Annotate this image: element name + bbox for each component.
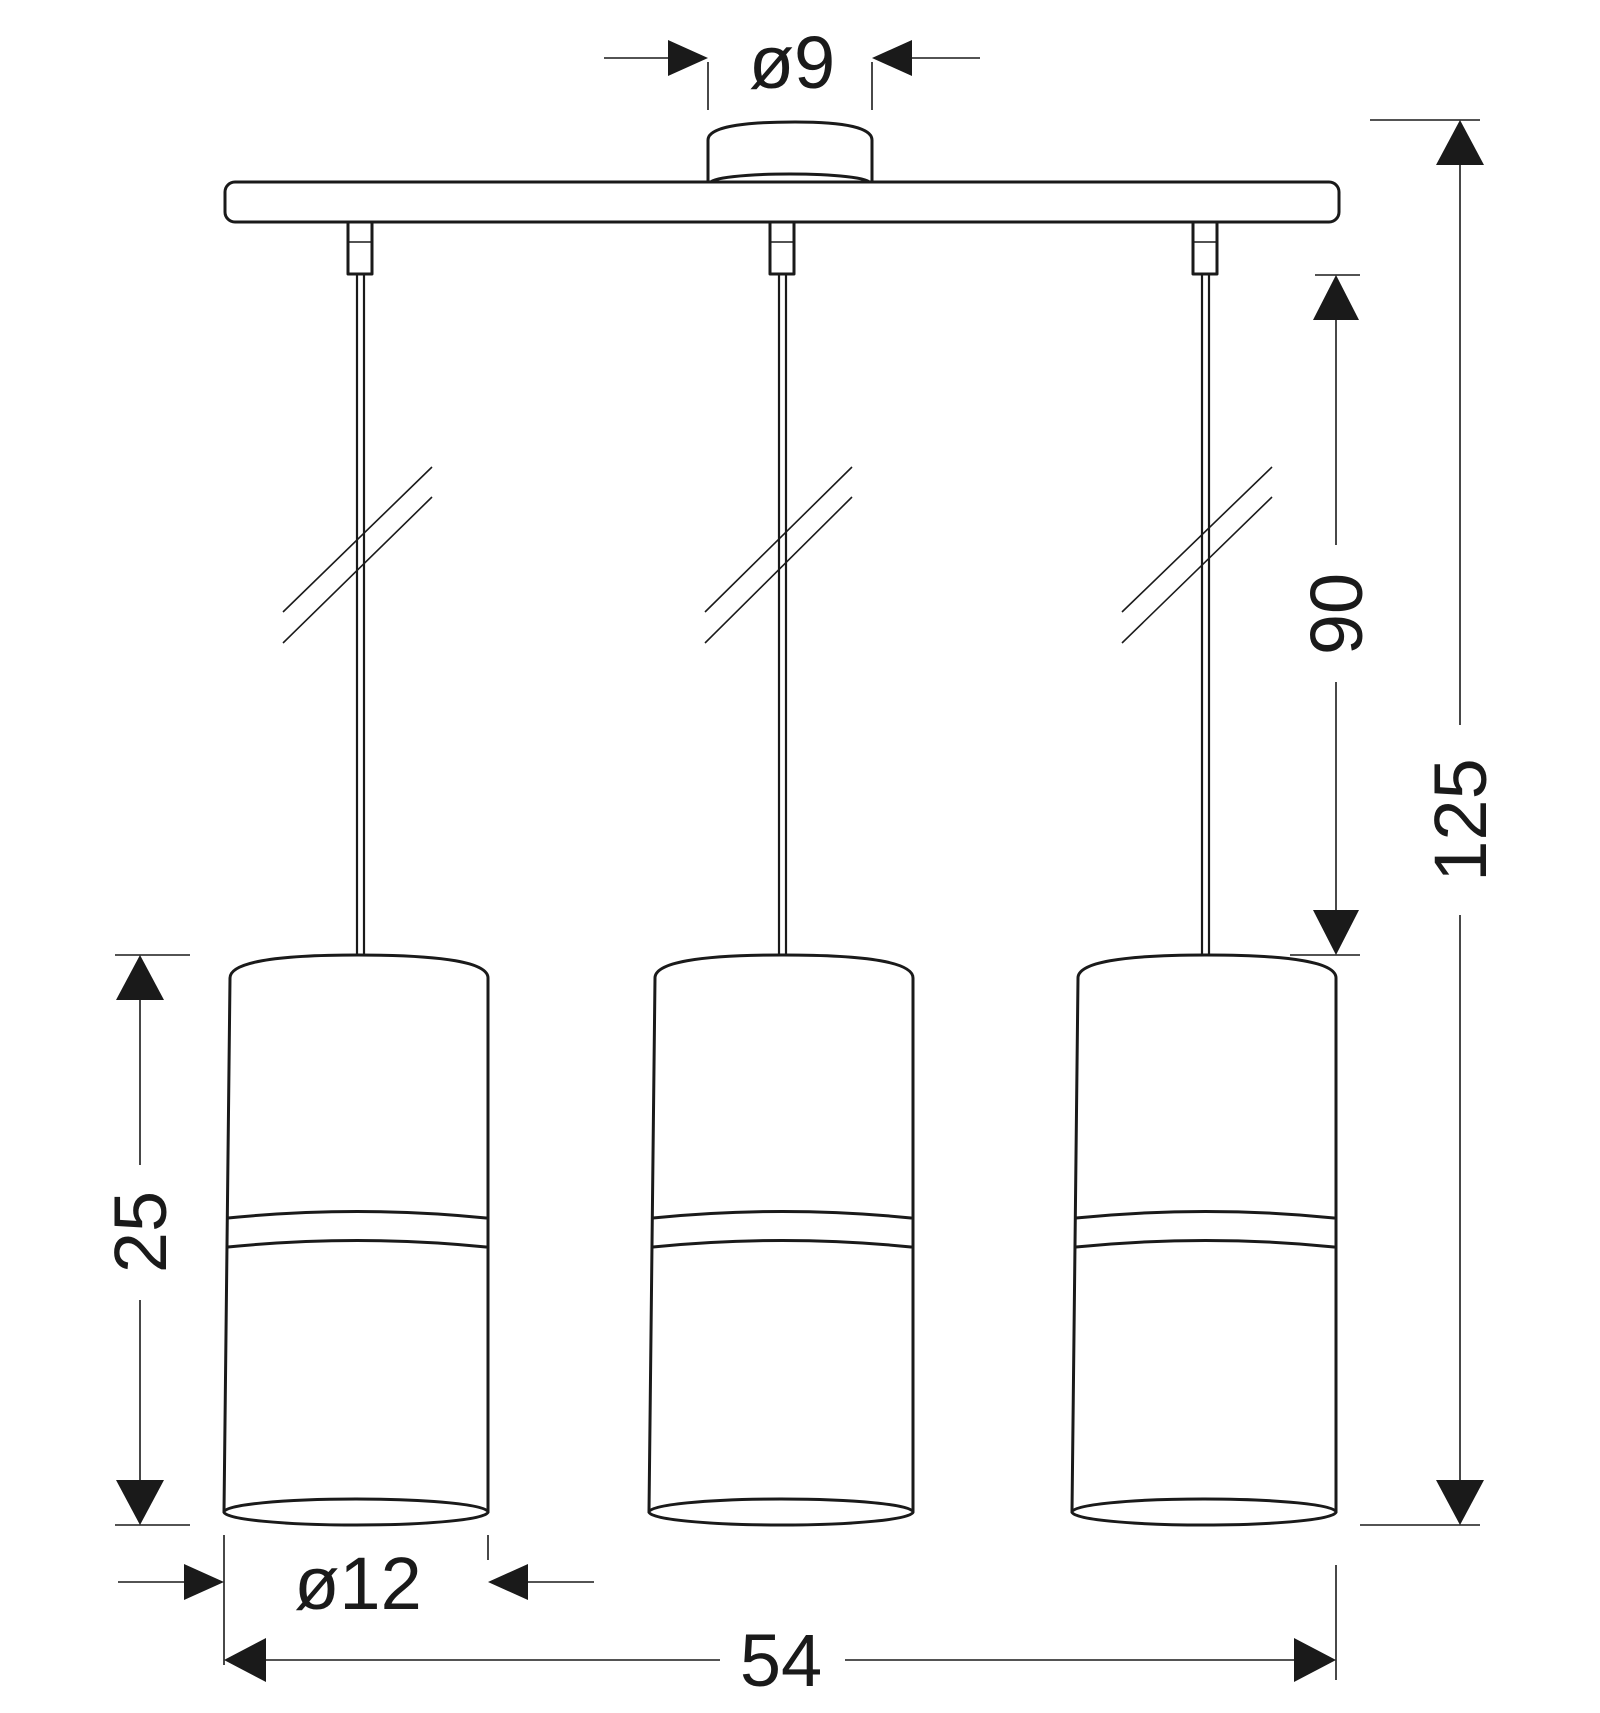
lamp-shade-right (1070, 953, 1338, 1527)
lamp-shade-left (222, 953, 490, 1527)
dimension-shade-diameter: ø12 (118, 1535, 594, 1665)
mounting-bar (223, 180, 1341, 224)
dimension-shade-height: 25 (99, 954, 190, 1526)
shade-height-label: 25 (99, 1191, 182, 1273)
break-mark-right (1121, 466, 1273, 644)
break-mark-left (282, 466, 433, 644)
shade-diameter-label: ø12 (294, 1542, 422, 1625)
cable-length-label: 90 (1295, 573, 1378, 655)
total-width-label: 54 (740, 1619, 822, 1702)
dimension-cable-length: 90 (1290, 274, 1378, 956)
cord-right (1200, 274, 1211, 955)
cord-connector-left (346, 220, 374, 276)
cord-connector-right (1191, 220, 1219, 276)
lamp-shade-middle (647, 953, 915, 1527)
dimension-canopy-diameter: ø9 (604, 21, 980, 110)
cord-connector-middle (768, 220, 796, 276)
cord-middle (777, 274, 788, 955)
total-height-label: 125 (1419, 758, 1502, 881)
canopy-diameter-label: ø9 (749, 21, 835, 104)
cord-left (355, 274, 366, 955)
dimension-total-width: 54 (224, 1565, 1337, 1702)
break-mark-middle (704, 466, 853, 644)
dimension-total-height: 125 (1360, 119, 1502, 1526)
